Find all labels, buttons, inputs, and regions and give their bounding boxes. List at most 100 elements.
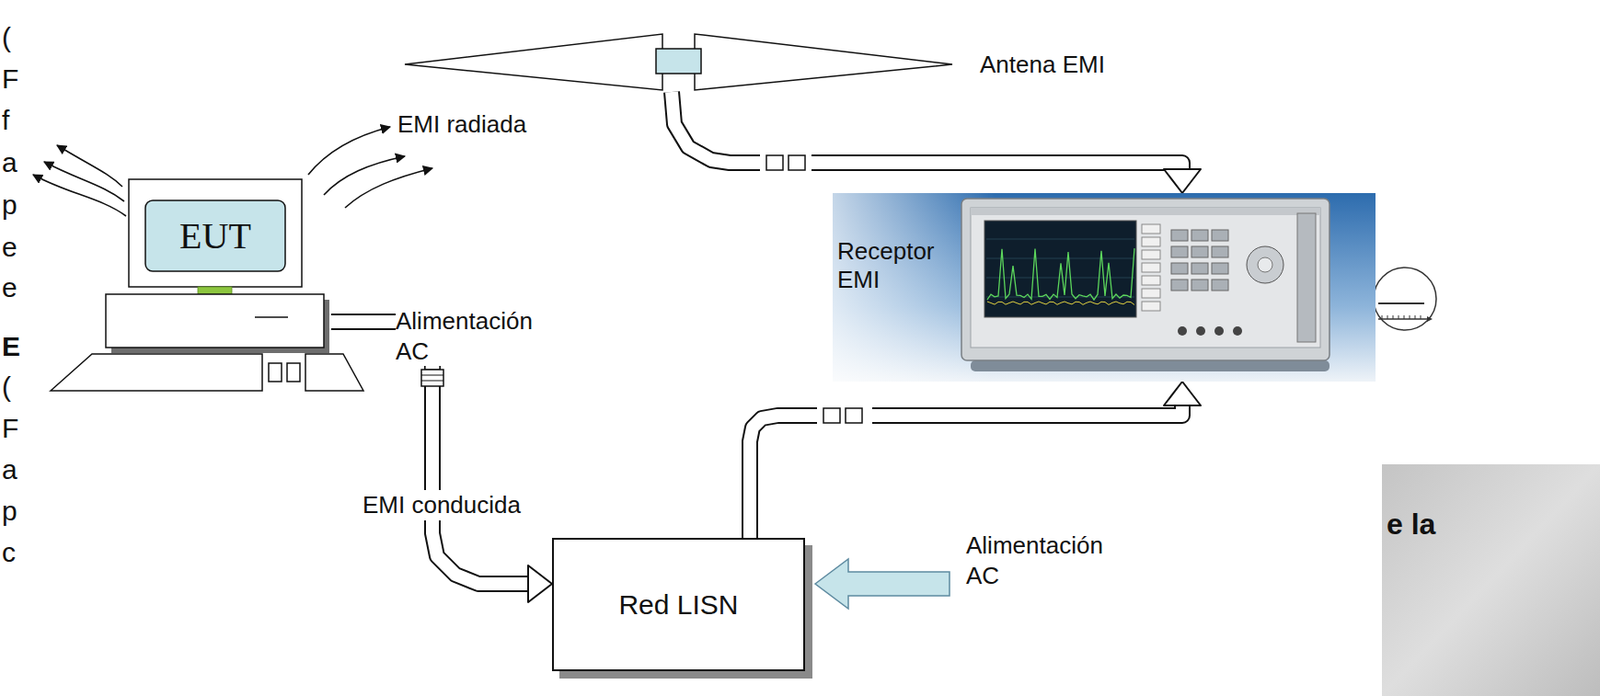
antenna-drawing [404, 32, 953, 93]
plug-body [421, 369, 444, 387]
arrow-head [1163, 381, 1201, 406]
arrow-outline [749, 403, 1183, 539]
slide-fragment: e la [1386, 506, 1436, 543]
emi-receiver: Receptor EMI [832, 193, 1376, 382]
input-port [1232, 326, 1243, 336]
wave-arrow [345, 168, 433, 208]
emission-label: EMI radiada [397, 109, 527, 140]
cropped-letter: ( [1, 20, 12, 56]
arrow-body [671, 92, 1183, 172]
node-text: EUT [145, 200, 286, 272]
cropped-letter: a [1, 145, 18, 181]
cropped-letter: ( [1, 369, 12, 405]
receiver-stand [970, 360, 1330, 372]
arrow-outline [671, 92, 1183, 172]
keypad-key [1211, 246, 1229, 258]
cropped-letter: e [1, 230, 18, 265]
keypad-key [1211, 230, 1229, 242]
wave-arrow [33, 174, 127, 217]
signal-square [845, 408, 863, 424]
photo-fade [832, 193, 1376, 382]
arrow-body [749, 403, 1183, 539]
monitor-frame [128, 179, 302, 288]
dial-pointer [1427, 316, 1433, 323]
supply-label: Alimentación AC [395, 306, 548, 367]
computer-case [105, 294, 324, 348]
receiver-body [961, 198, 1330, 361]
input-port [1177, 326, 1187, 336]
signal-square [766, 155, 783, 171]
eut-computer: EUT [50, 179, 332, 392]
receiver-drawing [832, 193, 1376, 382]
input-port [1196, 326, 1206, 336]
keyboard-key [268, 363, 282, 382]
cropped-letter: p [1, 494, 18, 530]
dial-ticks [1381, 315, 1421, 320]
gap-patch [817, 403, 873, 428]
slide-panel [1381, 464, 1600, 696]
keypad-key [1191, 263, 1209, 275]
cropped-letter: p [1, 187, 18, 223]
keypad-key [1171, 246, 1188, 258]
keypad-key [1191, 230, 1209, 242]
softkey [1141, 263, 1161, 273]
signal-square [788, 155, 806, 171]
photo-background [832, 193, 1376, 382]
monitor-screen [145, 200, 286, 272]
cropped-letter: e [1, 270, 18, 306]
signal-square [823, 408, 841, 424]
arrow-head [1163, 169, 1201, 194]
dial-ring [1373, 267, 1437, 331]
hollow-arrow [749, 381, 1201, 539]
keypad-key [1211, 263, 1229, 275]
cropped-letter: E [1, 329, 21, 365]
keypad-key [1191, 279, 1209, 291]
dial-gauge [1373, 267, 1437, 331]
hollow-arrow [671, 92, 1201, 194]
arrow-head [528, 565, 553, 603]
keyboard-pad [305, 354, 364, 392]
softkey [1141, 301, 1161, 311]
softkey [1141, 288, 1161, 299]
receiver-top-strip [970, 207, 1321, 216]
softkey [1141, 250, 1161, 260]
wave-arrow [323, 156, 405, 196]
monitor-stand [197, 287, 232, 295]
plug-rib [421, 380, 444, 382]
keypad-key [1171, 279, 1188, 291]
drive-slot [254, 316, 288, 319]
input-port [1214, 326, 1224, 336]
antenna-balun [656, 48, 702, 74]
screen-grid [986, 277, 1135, 279]
plug-rib [421, 375, 444, 377]
side-strip [1297, 213, 1316, 343]
wave-arrow [308, 126, 391, 175]
keypad-key [1171, 263, 1188, 275]
node-text: Antena EMI [979, 50, 1106, 80]
cropped-letter: c [1, 535, 16, 571]
cropped-letter: a [1, 452, 18, 488]
softkey [1141, 276, 1161, 286]
screen-grid [986, 239, 1135, 241]
supply-label: Alimentación AC [966, 530, 1118, 591]
keyboard [50, 354, 263, 392]
cropped-letter: F [1, 411, 19, 447]
power-plug [421, 364, 444, 387]
spectrum-trace [987, 301, 1135, 305]
softkey [1141, 237, 1161, 247]
keypad-key [1171, 230, 1188, 242]
spectrum-trace [987, 248, 1135, 300]
keypad-key [1191, 246, 1209, 258]
receiver-face [970, 207, 1321, 348]
screen-grid [986, 258, 1135, 260]
wave-arrow [57, 145, 123, 187]
edge-label: EMI conducida [358, 490, 525, 521]
computer-drawing [50, 179, 332, 392]
rotary-knob [1246, 246, 1284, 284]
receiver-screen [984, 220, 1137, 318]
cropped-letter: f [1, 103, 10, 139]
emi-antenna: Antena EMI [404, 32, 953, 93]
antenna-element [694, 34, 953, 91]
antenna-element [404, 34, 663, 91]
